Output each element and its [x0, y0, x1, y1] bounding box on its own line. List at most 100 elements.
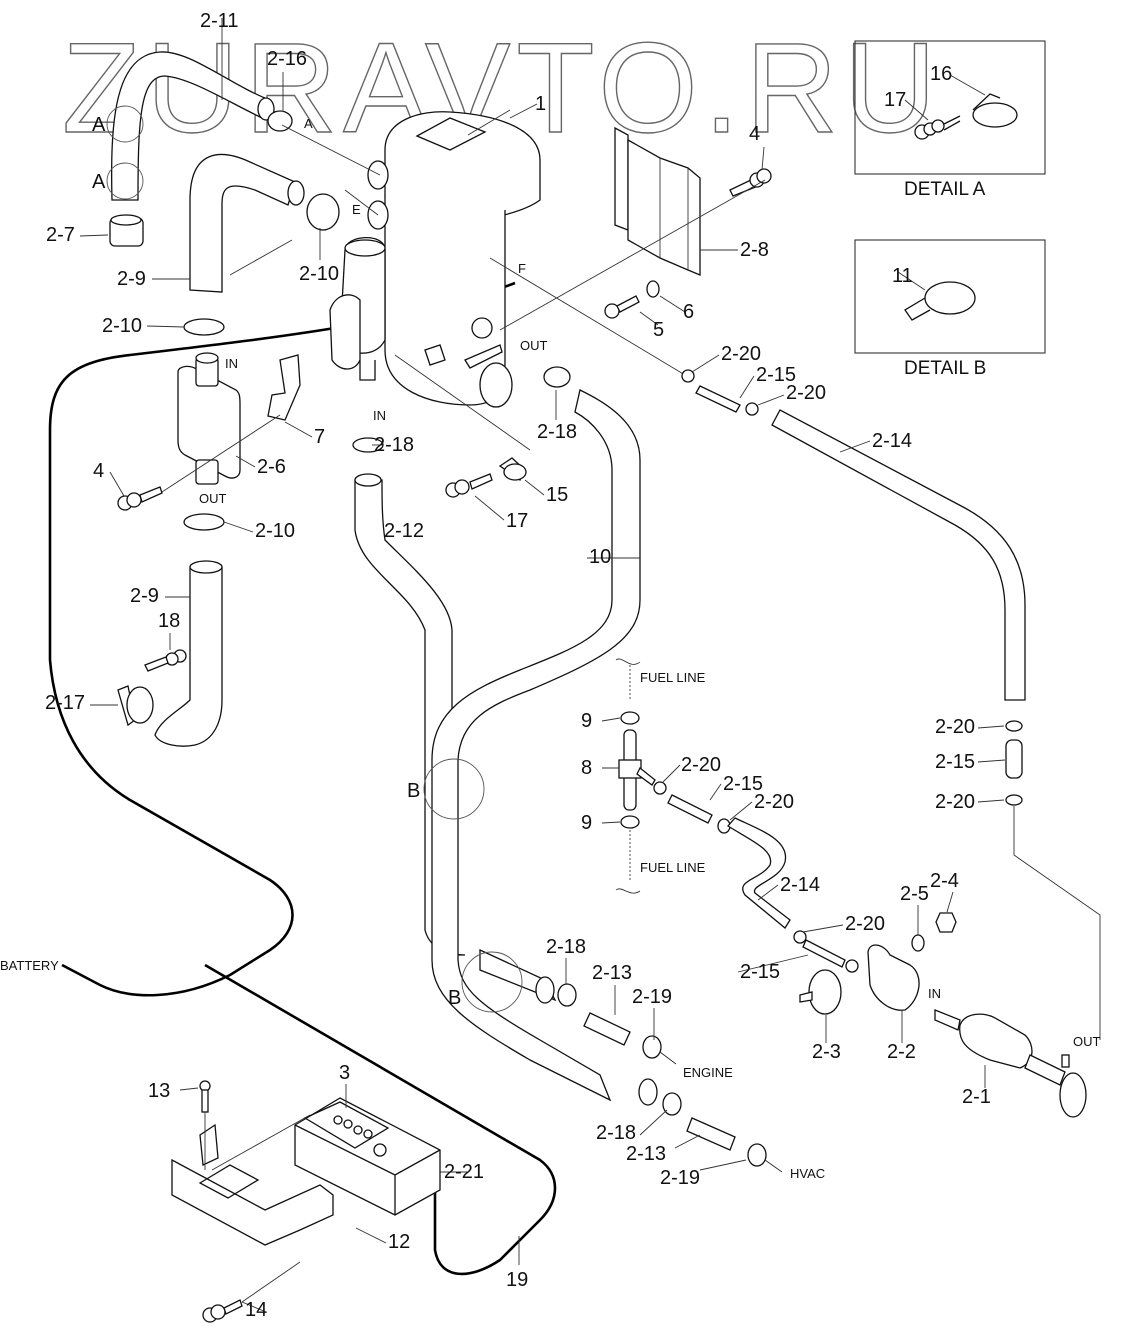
leader-line [699, 1159, 747, 1171]
callout-2-20: 2-20 [786, 382, 826, 404]
ref-f-label: F [518, 261, 526, 276]
in-label: IN [373, 408, 386, 423]
bolt-18-left [144, 649, 187, 672]
section-marker-a: A [92, 171, 106, 193]
callout-2-10: 2-10 [299, 263, 339, 285]
callout-label: 11 [892, 265, 913, 287]
pipe-2-13-e [583, 1012, 631, 1046]
leader-line [737, 954, 809, 973]
clamp-2-20-t2 [745, 402, 759, 416]
callout-2-10: 2-10 [255, 520, 295, 542]
callout-2-13: 2-13 [592, 962, 632, 984]
callout-14: 14 [245, 1299, 267, 1321]
callout-4: 4 [93, 460, 104, 482]
harness-wire [48, 281, 516, 997]
hose-2-14-long [771, 409, 1026, 701]
callout-label: 16 [930, 63, 952, 85]
leader-line [757, 884, 779, 901]
callout-2-5: 2-5 [900, 883, 929, 905]
leader-line [946, 891, 954, 913]
leader-line [601, 821, 621, 824]
callout-2-7: 2-7 [46, 224, 75, 246]
bracket-12 [171, 1123, 334, 1246]
bolt-5 [604, 295, 640, 319]
callout-2-10: 2-10 [102, 315, 142, 337]
clamp-2-20-m1 [653, 781, 667, 795]
washer-2-5 [911, 934, 925, 952]
leader-line [79, 234, 109, 237]
clamp-2-20-t1 [681, 369, 695, 383]
callout-2-18: 2-18 [546, 936, 586, 958]
detail-a-title: DETAIL A [904, 179, 986, 200]
clamp-2-20-b1 [793, 930, 807, 944]
callout-19: 19 [506, 1269, 528, 1291]
callout-2-14: 2-14 [872, 430, 912, 452]
nut-2-4 [935, 912, 957, 933]
bolt-4-left [117, 486, 163, 511]
callout-10: 10 [589, 546, 611, 568]
harness-wire-19 [204, 963, 557, 1276]
callout-5: 5 [653, 319, 664, 341]
leader-line [977, 759, 1006, 763]
clamp-2-16 [267, 110, 293, 132]
clamp-9-bottom [620, 815, 640, 829]
leader-line [474, 495, 505, 521]
leader-line [109, 471, 125, 497]
in-label: IN [928, 986, 941, 1001]
callout-18: 18 [158, 610, 180, 632]
leader-line [977, 799, 1005, 803]
hvac-label: HVAC [790, 1166, 825, 1181]
callout-6: 6 [683, 301, 694, 323]
callout-2-4: 2-4 [930, 870, 959, 892]
callout-2-21: 2-21 [444, 1161, 484, 1183]
callout-2-1: 2-1 [962, 1086, 991, 1108]
callout-2-13: 2-13 [626, 1143, 666, 1165]
section-marker-b: B [407, 780, 420, 802]
bolt-4-top [729, 168, 772, 197]
washer-6 [646, 280, 660, 298]
leader-line [601, 717, 621, 722]
callout-2-2: 2-2 [887, 1041, 916, 1063]
callout-2-18: 2-18 [596, 1122, 636, 1144]
hose-2-9-upper [189, 153, 296, 293]
detail-b-title: DETAIL B [904, 358, 986, 379]
callout-2-17: 2-17 [45, 692, 85, 714]
engine-label: ENGINE [683, 1065, 733, 1080]
clamp-2-19-h [747, 1143, 767, 1167]
leader-line [355, 1227, 387, 1244]
detail-b: 11 DETAIL B [854, 239, 1046, 379]
callout-1: 1 [535, 93, 546, 115]
leader-line [709, 783, 722, 801]
callout-2-15: 2-15 [723, 773, 763, 795]
leader-line [839, 440, 871, 453]
callout-8: 8 [581, 757, 592, 779]
pipe-2-13-h [686, 1117, 736, 1151]
leader-line [639, 1109, 668, 1136]
callout-2-15: 2-15 [935, 751, 975, 773]
leader-line [691, 354, 720, 373]
out-label: OUT [199, 491, 227, 506]
callout-2-9: 2-9 [117, 268, 146, 290]
hose-2-14-short [727, 817, 791, 929]
fuel-line-label: FUEL LINE [640, 670, 706, 685]
fuel-line-label: FUEL LINE [640, 860, 706, 875]
callout-2-19: 2-19 [632, 986, 672, 1008]
leader-line [223, 521, 254, 533]
clamp-2-18-h [662, 1092, 682, 1116]
bolt-17-main [445, 473, 493, 498]
clamp-2-19-e [642, 1035, 662, 1059]
callout-2-12: 2-12 [384, 520, 424, 542]
callout-2-3: 2-3 [812, 1041, 841, 1063]
bracket-7 [267, 354, 301, 421]
clamp-2-18-out [543, 366, 571, 388]
leader-line [674, 1134, 701, 1149]
bracket-2-2 [867, 944, 920, 1011]
section-marker-a: A [92, 114, 106, 136]
leader-line [802, 924, 844, 933]
clamp-11 [924, 281, 976, 315]
section-marker-a: A [304, 116, 313, 131]
leader-line [284, 421, 313, 438]
pipe-2-15-b [802, 939, 846, 968]
callout-9: 9 [581, 812, 592, 834]
